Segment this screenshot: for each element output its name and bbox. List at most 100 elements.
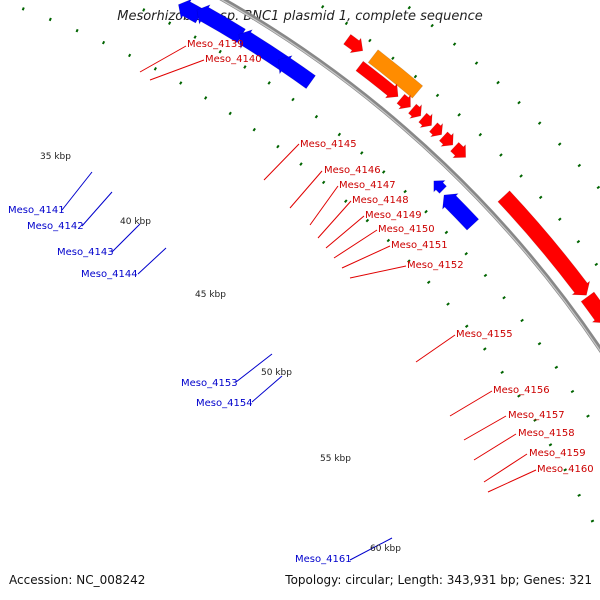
gene-label-meso-4141[interactable]: Meso_4141 [8, 205, 65, 216]
tick-mark [228, 111, 232, 116]
tick-mark [483, 347, 487, 351]
tick-mark [321, 180, 326, 185]
tick-mark [365, 218, 370, 223]
gene-label-meso-4140[interactable]: Meso_4140 [205, 54, 262, 65]
scale-label-55: 55 kbp [320, 454, 351, 464]
tick-mark [554, 365, 559, 370]
tick-mark [446, 302, 450, 306]
tick-mark [517, 394, 521, 398]
tick-mark [537, 341, 542, 346]
tick-mark [413, 74, 418, 79]
tick-mark [243, 65, 247, 69]
leader-meso-4159 [483, 453, 528, 483]
tick-mark [267, 81, 271, 85]
gene-label-meso-4147[interactable]: Meso_4147 [339, 180, 396, 191]
tick-mark [426, 280, 431, 285]
tick-mark [204, 96, 208, 100]
scale-label-60: 60 kbp [370, 544, 401, 554]
tick-mark [314, 114, 319, 119]
scale-label-35: 35 kbp [40, 152, 71, 162]
tick-mark [128, 53, 132, 58]
leader-meso-4140 [149, 59, 205, 81]
gene-label-meso-4153[interactable]: Meso_4153 [181, 378, 238, 389]
tick-mark [252, 127, 256, 132]
gene-label-meso-4139[interactable]: Meso_4139 [187, 39, 244, 50]
tick-mark [360, 151, 364, 155]
tick-mark [537, 121, 542, 125]
gene-label-meso-4146[interactable]: Meso_4146 [324, 165, 381, 176]
tick-mark [577, 493, 581, 497]
gene-label-meso-4148[interactable]: Meso_4148 [352, 195, 409, 206]
gene-features [178, 0, 600, 329]
gene-meso-4145-pre [343, 33, 364, 54]
leader-meso-4139 [139, 45, 187, 73]
topology-summary: Topology: circular; Length: 343,931 bp; … [285, 573, 592, 587]
tick-mark [291, 97, 295, 102]
gene-label-meso-4142[interactable]: Meso_4142 [27, 221, 84, 232]
leader-meso-4156 [449, 390, 493, 417]
leader-meso-4141 [61, 171, 93, 211]
tick-mark [444, 230, 449, 235]
gene-label-meso-4152[interactable]: Meso_4152 [407, 260, 464, 271]
gene-label-meso-4159[interactable]: Meso_4159 [529, 448, 586, 459]
tick-mark [391, 56, 395, 61]
tick-mark [75, 28, 79, 33]
tick-mark [21, 7, 25, 11]
tick-mark [548, 443, 553, 447]
gene-meso-4151 [438, 131, 454, 147]
leader-meso-4146 [289, 170, 323, 209]
tick-mark [452, 42, 457, 46]
gene-label-meso-4154[interactable]: Meso_4154 [196, 398, 253, 409]
gene-label-meso-4149[interactable]: Meso_4149 [365, 210, 422, 221]
tick-mark [596, 185, 600, 190]
gene-label-meso-4143[interactable]: Meso_4143 [57, 247, 114, 258]
gene-meso-4152 [450, 141, 467, 159]
scale-label-40: 40 kbp [120, 217, 151, 227]
leader-meso-4160 [487, 469, 537, 493]
gene-meso-4149 [418, 112, 433, 128]
leader-meso-4161 [349, 537, 393, 561]
tick-mark [424, 209, 428, 214]
gene-label-meso-4151[interactable]: Meso_4151 [391, 240, 448, 251]
tick-mark [193, 35, 197, 39]
gene-label-meso-4158[interactable]: Meso_4158 [518, 428, 575, 439]
leader-meso-4142 [81, 191, 113, 227]
leader-meso-4148 [317, 200, 352, 239]
tick-mark [276, 144, 280, 149]
tick-mark [457, 113, 461, 117]
scale-label-50: 50 kbp [261, 368, 292, 378]
gene-label-meso-4156[interactable]: Meso_4156 [493, 385, 550, 396]
leader-meso-4143 [111, 223, 141, 253]
tick-mark [48, 17, 52, 22]
gene-label-meso-4155[interactable]: Meso_4155 [456, 329, 513, 340]
tick-mark [386, 238, 391, 243]
tick-mark [464, 324, 469, 328]
gene-label-meso-4144[interactable]: Meso_4144 [81, 269, 138, 280]
gene-meso-4156 [580, 291, 600, 323]
gene-label-meso-4161[interactable]: Meso_4161 [295, 554, 352, 565]
tick-mark [464, 251, 468, 256]
leader-meso-4155 [415, 334, 456, 363]
tick-mark [142, 8, 146, 12]
tick-mark [590, 519, 595, 523]
leader-meso-4150 [333, 229, 378, 259]
gene-label-meso-4150[interactable]: Meso_4150 [378, 224, 435, 235]
tick-mark [594, 262, 599, 267]
leader-meso-4157 [463, 415, 507, 441]
leader-meso-4158 [473, 433, 517, 461]
tick-mark [558, 217, 562, 222]
tick-mark [519, 174, 523, 178]
gene-meso-4153 [433, 180, 447, 194]
gene-meso-4147 [396, 93, 411, 110]
gene-label-meso-4157[interactable]: Meso_4157 [508, 410, 565, 421]
leader-meso-4147 [309, 185, 339, 226]
tick-mark [435, 93, 440, 98]
gene-label-meso-4160[interactable]: Meso_4160 [537, 464, 594, 475]
gene-label-meso-4145[interactable]: Meso_4145 [300, 139, 357, 150]
gene-meso-4154 [442, 193, 480, 231]
tick-mark [153, 67, 157, 71]
